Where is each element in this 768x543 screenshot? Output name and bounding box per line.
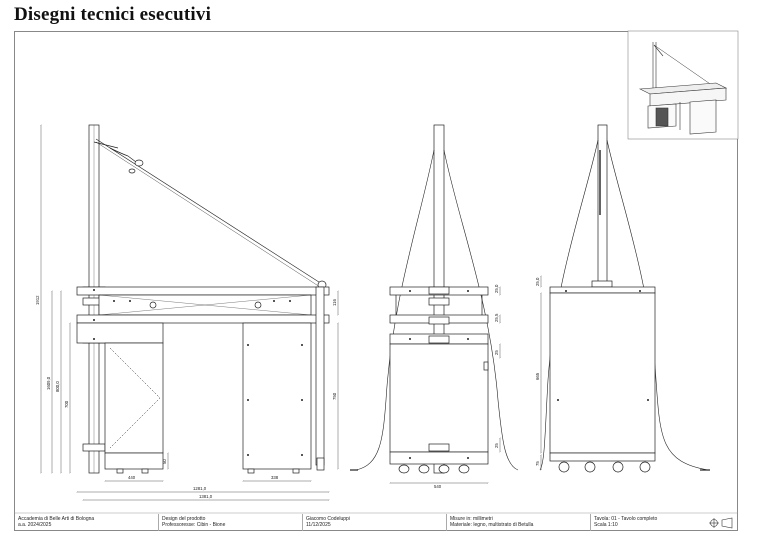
front-dimension-labels: 1912 1609,0 800,0 700 116 750 50 440 338… (35, 295, 337, 499)
dim-25-mid: 25,5 (494, 313, 499, 322)
title-block-measures: Misure in: millimetri Materiale: legno, … (450, 516, 534, 528)
front-view (76, 124, 330, 474)
dim-116: 116 (332, 299, 337, 306)
dim-1912: 1912 (35, 295, 40, 305)
dim-440: 440 (128, 475, 136, 480)
title-block-sheet: Tavola: 01 - Tavolo completo Scala 1:10 (594, 516, 658, 528)
dim-750: 750 (332, 392, 337, 400)
dim-25-a: 25 (494, 350, 499, 355)
projection-symbol-icon (709, 517, 733, 529)
dim-540: 540 (434, 484, 442, 489)
back-dimension-labels: 25,0 665 75 (535, 277, 540, 466)
dim-665: 665 (535, 372, 540, 380)
title-block-course: Design del prodotto Professoresse: Cibin… (162, 516, 226, 528)
dim-1281: 1281,0 (193, 486, 207, 491)
dim-800: 800,0 (55, 381, 60, 392)
drawing-frame (14, 31, 738, 531)
dim-338: 338 (271, 475, 279, 480)
title-block-separator (590, 514, 591, 531)
dim-back-25: 25,0 (535, 277, 540, 286)
page-title: Disegni tecnici esecutivi (14, 4, 212, 25)
dim-50: 50 (162, 459, 167, 464)
title-block-separator (302, 514, 303, 531)
side-view (350, 124, 519, 474)
title-block-institution: Accademia di Belle Arti di Bologna a.a. … (18, 516, 95, 528)
front-dimension-lines (41, 125, 338, 500)
dim-1609: 1609,0 (46, 376, 51, 390)
title-block-separator (158, 514, 159, 531)
perspective-inset (627, 30, 739, 140)
title-block-author: Giacomo Codeluppi 11/12/2025 (306, 516, 350, 528)
side-dimension-labels: 25,0 25,5 25 25 540 (434, 284, 499, 489)
title-block-separator (446, 514, 447, 531)
dim-700: 700 (64, 400, 69, 408)
dim-1381: 1381,0 (199, 494, 213, 499)
dim-75: 75 (535, 461, 540, 466)
dim-25-b: 25 (494, 443, 499, 448)
dim-25-top: 25,0 (494, 284, 499, 293)
back-view (539, 124, 710, 473)
side-dimension-lines (390, 287, 500, 483)
